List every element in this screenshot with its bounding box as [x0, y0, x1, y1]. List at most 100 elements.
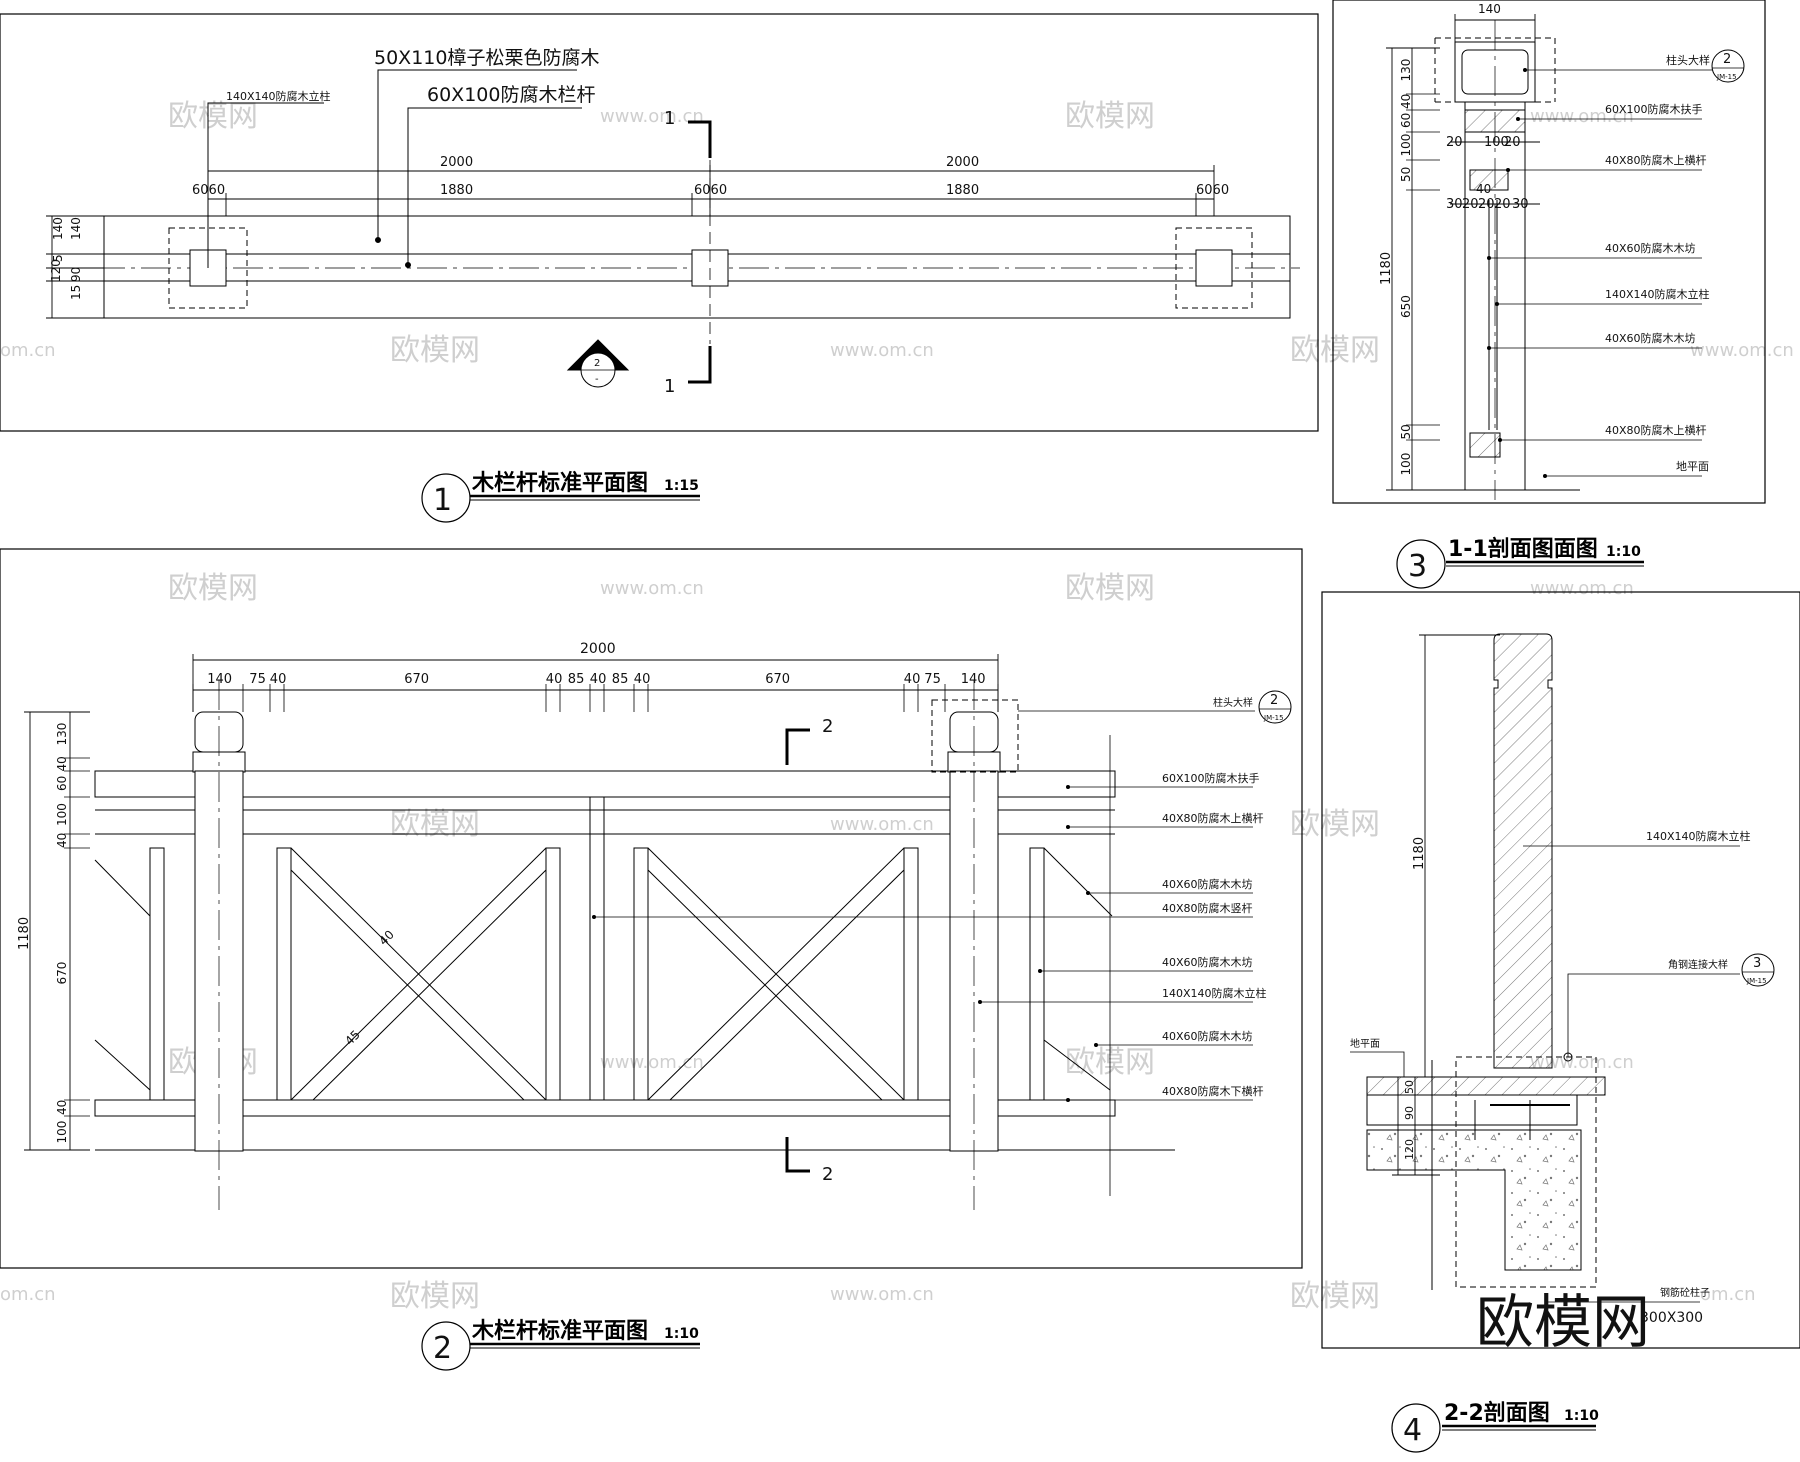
index-number: 2: [594, 358, 600, 369]
plan-view-panel: 50X110樟子松栗色防腐木 60X100防腐木栏杆 140X140防腐木立柱 …: [0, 13, 1319, 523]
ref-sheet: JM-15: [1716, 73, 1737, 81]
dim-text: 15: [69, 285, 83, 300]
watermark-site: www.om.cn: [600, 578, 704, 599]
component-label: 40X60防腐木木坊: [1162, 1029, 1253, 1043]
dim-text: 40: [55, 756, 69, 771]
dim-text: 100: [1399, 453, 1413, 476]
dim-text: 20: [1462, 197, 1479, 212]
component-label: 40X80防腐木上横杆: [1605, 153, 1707, 167]
detail-callout-box: [931, 699, 1019, 773]
dim-text: 50: [1403, 1080, 1416, 1094]
drawing-number-circle: [1396, 539, 1446, 589]
drawing-title: 2-2剖面图: [1444, 1400, 1550, 1426]
cut-mark-label: 1: [664, 376, 675, 397]
post-label: 140X140防腐木立柱: [1646, 829, 1751, 843]
dim-text: 40: [55, 1100, 69, 1115]
ref-number: 2: [1723, 52, 1731, 67]
drawing-number: 4: [1403, 1413, 1422, 1448]
dim-text: 40: [1399, 94, 1413, 109]
dim-text: 130: [1399, 59, 1413, 82]
dim-text: 5: [51, 254, 65, 262]
dim-text: 90: [1403, 1106, 1416, 1120]
dim-total-vertical: 1180: [1412, 837, 1427, 870]
bottom-rail: [94, 1099, 1116, 1117]
dim-text: 2000: [440, 155, 473, 170]
watermark-site: www.om.cn: [1530, 1052, 1634, 1073]
dim-text: 1880: [440, 183, 473, 198]
panel-frame: [0, 13, 1319, 432]
dim-text: 2000: [946, 155, 979, 170]
dim-text: 20: [1494, 197, 1511, 212]
watermark-site: www.om.cn: [830, 814, 934, 835]
section-index-symbol: [566, 339, 630, 388]
watermark-site: www.om.cn: [1530, 106, 1634, 127]
dim-text: 60: [55, 776, 69, 791]
watermark-brand: 欧模网: [1290, 1279, 1380, 1314]
ref-sheet: JM-15: [1263, 714, 1284, 722]
dim-text: 85: [612, 672, 629, 687]
drawing-scale: 1:15: [664, 478, 699, 494]
drawing-title: 1-1剖面图面图: [1448, 536, 1598, 562]
dim-text: 45: [342, 1027, 363, 1048]
cut-mark-label: 2: [822, 716, 833, 737]
component-label: 40X60防腐木木坊: [1605, 331, 1696, 345]
component-label: 地平面: [1676, 460, 1709, 473]
watermark-brand: 欧模网: [1065, 571, 1155, 606]
watermark-site: www.om.cn: [830, 340, 934, 361]
watermark-brand: 欧模网: [168, 99, 258, 134]
drawing-number-circle: [421, 1321, 471, 1371]
dim-total-vertical: 1180: [17, 917, 32, 950]
drawing-scale: 1:10: [1606, 544, 1641, 560]
panel-frame: [1332, 0, 1766, 504]
dim-text: 40: [55, 833, 69, 848]
dim-text: 140: [1478, 2, 1501, 16]
handrail: [94, 770, 1116, 798]
dim-text: 130: [55, 723, 69, 746]
ref-number: 2: [1270, 693, 1278, 708]
dim-text: 40: [376, 927, 397, 948]
dim-text: 75: [249, 672, 266, 687]
component-label: 140X140防腐木立柱: [1162, 986, 1267, 1000]
component-label: 40X80防腐木上横杆: [1605, 423, 1707, 437]
dim-text: 60: [1399, 113, 1413, 128]
watermark-site: www.om.cn: [830, 1284, 934, 1305]
dim-text: 670: [765, 672, 790, 687]
dim-text: 40: [546, 672, 563, 687]
watermark-brand: 欧模网: [168, 571, 258, 606]
leader-board: [377, 69, 577, 240]
ref-sheet: JM-15: [1746, 977, 1767, 985]
dim-text: 650: [1399, 295, 1413, 318]
dim-text: 90: [69, 267, 83, 282]
component-label: 40X60防腐木木坊: [1162, 877, 1253, 891]
detail-ref-circle: [1258, 690, 1292, 724]
component-label: 40X80防腐木竖杆: [1162, 901, 1253, 915]
component-label: 柱头大样: [1666, 53, 1710, 67]
dim-text: 140: [207, 672, 232, 687]
dim-text: 50: [1399, 167, 1413, 182]
index-sheet: -: [595, 374, 599, 385]
post-section: [1493, 633, 1553, 1069]
dim-text: 100: [1399, 134, 1413, 157]
dim-total: 2000: [580, 641, 616, 657]
drawing-number: 1: [433, 483, 452, 518]
component-label: 40X60防腐木木坊: [1605, 241, 1696, 255]
brand-watermark-large: 欧模网: [1476, 1288, 1650, 1356]
component-label: 40X60防腐木木坊: [1162, 955, 1253, 969]
watermark-site: www.om.cn: [600, 1052, 704, 1073]
board-label: 50X110樟子松栗色防腐木: [374, 47, 599, 69]
cut-mark-label: 1: [664, 108, 675, 129]
drawing-scale: 1:10: [1564, 1408, 1599, 1424]
rail-label: 60X100防腐木栏杆: [427, 84, 595, 106]
watermark-site: www.om.cn: [1690, 340, 1794, 361]
section-2-2-panel: 1180 50 90 120 140X140防腐木立柱 角钢连接大样 地平面 钢…: [1321, 591, 1800, 1453]
panel-frame: [1321, 591, 1800, 1349]
dim-text: 140: [51, 217, 65, 240]
post-footing-outline: [1175, 227, 1253, 309]
watermark-brand: 欧模网: [390, 1279, 480, 1314]
vertical-baluster: [589, 796, 605, 1101]
top-rail-section: [1469, 169, 1509, 191]
watermark-site: om.cn: [0, 1284, 56, 1305]
dim-text: 40: [634, 672, 651, 687]
watermark-brand: 欧模网: [1065, 99, 1155, 134]
